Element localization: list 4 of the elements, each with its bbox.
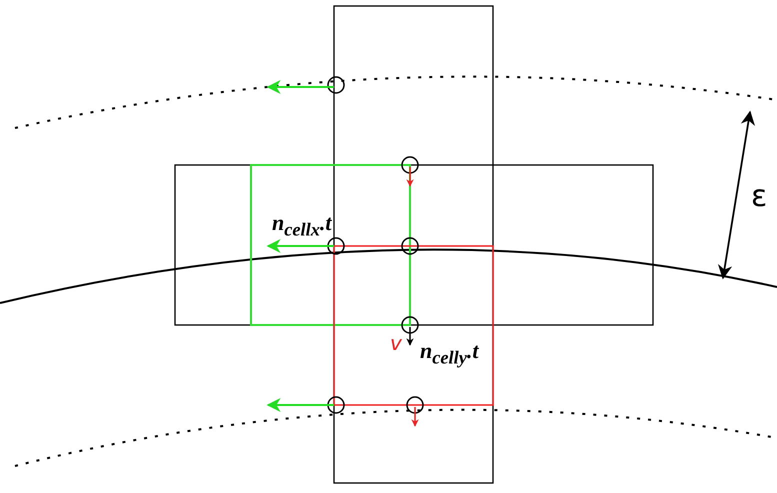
epsilon-symbol: ε	[751, 182, 768, 212]
velocity-label: v	[390, 333, 402, 353]
vector-label: n$_{celly}$.t	[420, 340, 478, 367]
vector-label: n$_{cellx}$.t	[272, 212, 332, 239]
